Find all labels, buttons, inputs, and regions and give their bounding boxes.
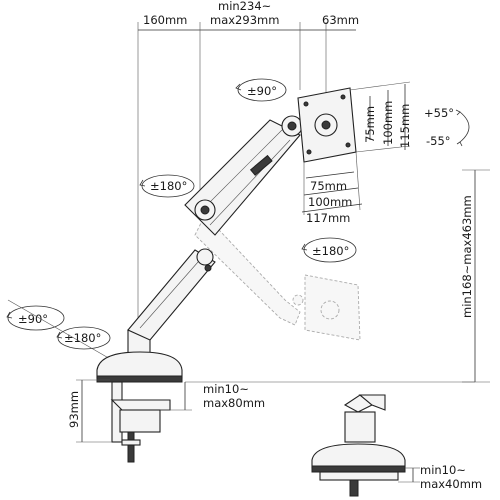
rotation-indicator-vertical (301, 237, 357, 263)
rotation-indicator-mid-arm (139, 174, 195, 198)
reach-range-max-label: max293mm (210, 13, 279, 27)
grommet-range-max-label: max40mm (420, 477, 482, 491)
reach-short-label: 160mm (143, 13, 187, 27)
vesa-v-100-label: 100mm (381, 101, 395, 145)
rotation-base-right-label: ±180° (64, 331, 101, 345)
base-plate (96, 375, 183, 383)
base-dimension-lines (76, 379, 192, 443)
base-dome (96, 351, 183, 379)
grommet-base (311, 443, 406, 469)
vesa-horizontal-dimensions (301, 151, 363, 215)
vesa-vertical-dimensions (349, 81, 411, 153)
grommet-range-min-label: min10~ (420, 463, 466, 477)
vesa-h-117-label: 117mm (306, 211, 350, 225)
tilt-down-label: -55° (426, 134, 451, 148)
vesa-h-75-label: 75mm (310, 179, 347, 193)
rotation-mid-arm-label: ±180° (150, 179, 187, 193)
arm-lowered-ghost (194, 214, 361, 341)
vesa-v-115-label: 115mm (398, 104, 412, 148)
clamp-range-min-label: min10~ (203, 382, 249, 396)
reach-range-min-label: min234~ (218, 0, 271, 13)
top-dimension-lines (137, 22, 356, 360)
grommet-dimension-lines (398, 467, 420, 483)
desk-surface (110, 399, 171, 411)
clamp-body (119, 409, 161, 433)
rotation-top-label: ±90° (247, 84, 277, 98)
vesa-h-100-label: 100mm (308, 195, 352, 209)
vesa-v-75-label: 75mm (363, 106, 377, 143)
rotation-base-left-label: ±90° (18, 312, 48, 326)
rotation-indicator-base-left (6, 305, 65, 331)
tilt-up-label: +55° (424, 106, 454, 120)
height-range-label: min168~max463mm (460, 195, 474, 318)
grommet-bolt (349, 479, 359, 497)
clamp-screw (127, 431, 135, 463)
desk-base (96, 351, 183, 463)
grommet-pole (344, 411, 376, 443)
rotation-indicator-top (235, 78, 287, 102)
base-height-label: 93mm (67, 391, 81, 428)
tilt-indicator (455, 109, 470, 147)
lower-arm (127, 249, 216, 341)
height-dimension (185, 169, 490, 383)
grommet-mount (311, 394, 406, 497)
vesa-plate (297, 87, 357, 163)
rotation-vertical-label: ±180° (312, 244, 349, 258)
vesa-offset-label: 63mm (322, 13, 359, 27)
rotation-indicator-base-right (56, 326, 111, 350)
clamp-range-max-label: max80mm (203, 396, 265, 410)
rotation-base-axis-line (7, 299, 113, 361)
elbow-joint (196, 248, 214, 266)
